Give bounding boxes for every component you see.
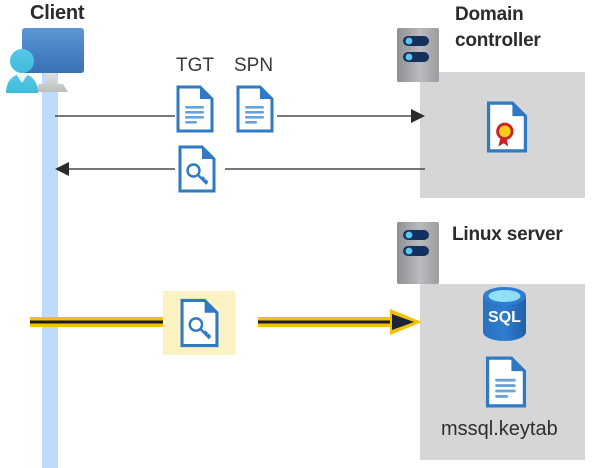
keytab-file-label: mssql.keytab (441, 418, 558, 440)
client-lifeline (42, 62, 58, 468)
spn-label: SPN (234, 55, 274, 76)
client-title: Client (30, 2, 85, 24)
service-ticket-arrow (30, 309, 422, 335)
linux-server-server-icon (397, 222, 439, 284)
domain-controller-title: Domain controller (455, 2, 595, 54)
spn-document-icon (236, 85, 274, 133)
client-icon (6, 28, 84, 93)
sql-database-text: SQL (488, 309, 521, 326)
dc-title-line1: Domain (455, 4, 524, 25)
request-arrow (55, 109, 425, 123)
domain-controller-server-icon (397, 28, 439, 82)
service-ticket-document-key-icon (180, 298, 219, 348)
linux-server-title: Linux server (452, 224, 563, 245)
sql-database-icon: SQL (483, 287, 526, 341)
certificate-icon (486, 101, 528, 153)
dc-title-line2: controller (455, 30, 541, 51)
tgt-label: TGT (176, 55, 214, 76)
tgt-document-icon (176, 85, 214, 133)
response-arrow (55, 162, 425, 176)
keytab-document-icon (485, 356, 527, 408)
response-document-key-icon (178, 145, 216, 193)
